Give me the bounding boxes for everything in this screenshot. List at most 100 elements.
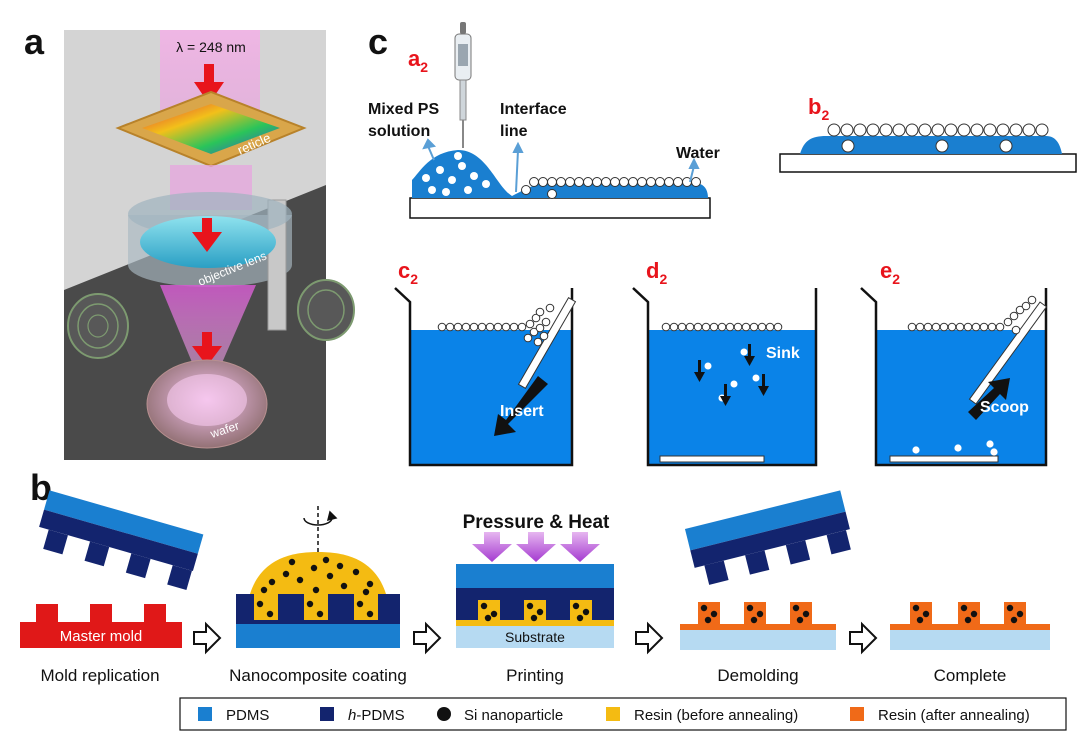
ps-particle [436,166,444,174]
wavelength-label: λ = 248 nm [176,39,246,55]
si-nanoparticle [960,604,968,612]
ps-particle [971,322,981,332]
b2-water-film [800,136,1062,154]
wafer: wafer [146,359,268,449]
ps-particle [1009,123,1023,137]
ps-particle [740,348,748,356]
ps-particle [628,177,638,187]
ps-particle [907,322,917,332]
sublabel-c2: c2 [398,258,418,287]
si-nanoparticle [576,614,584,622]
ps-particle [592,177,602,187]
panel-a: a λ = 248 nm reticle objective lens [24,21,355,460]
si-nanoparticle [1010,616,1018,624]
step-label-5: Complete [934,666,1007,685]
legend-si: Si nanoparticle [464,707,563,724]
si-nanoparticle [296,576,304,584]
ps-particle [470,172,478,180]
ps-particle [538,177,548,187]
si-nanoparticle [256,600,264,608]
step-arrow-1 [193,621,222,655]
ps-particle [529,177,539,187]
ps-particle [701,322,711,332]
master-mold-label: Master mold [60,628,143,645]
ps-particle [556,177,566,187]
ps-particle [704,362,712,370]
side-wafer-right [297,279,355,341]
ps-particle [892,123,906,137]
ps-particle [955,322,965,332]
step-nanocomposite-coating: Nanocomposite coating [229,506,407,685]
scoop-label: Scoop [980,399,1029,416]
sublabel-a2: a2 [408,46,428,75]
ps-particle [725,322,735,332]
resin-dome [250,552,386,594]
ps-particle [1035,123,1049,137]
ps-particle [437,322,447,332]
ps-particle [717,322,727,332]
ps-particle [853,123,867,137]
ps-particle [461,322,471,332]
ps-particle [583,177,593,187]
si-nanoparticle [792,604,800,612]
ps-particle [866,123,880,137]
si-nanoparticle [796,616,804,624]
legend-swatch-h-pdms [320,707,334,721]
ps-particle [733,322,743,332]
step-complete: Complete [890,602,1050,685]
ps-particle [477,322,487,332]
ps-particle [547,177,557,187]
ps-particle [979,322,989,332]
ps-particle [529,327,539,337]
legend-swatch-resin-after [850,707,864,721]
legend-h-pdms: h-PDMS [348,707,405,724]
ps-particle [1015,305,1025,315]
ps-particle [523,333,533,343]
ps-particle [541,317,551,327]
si-nanoparticle [490,610,498,618]
step-arrow-3 [635,621,664,655]
ps-particle [664,177,674,187]
ps-particle [999,139,1013,153]
ps-particle [619,177,629,187]
si-nanoparticle [306,600,314,608]
ps-particle [458,162,466,170]
ps-particle [677,322,687,332]
si-nanoparticle [366,610,374,618]
focus-cone [160,285,256,372]
legend-swatch-resin-before [606,707,620,721]
ps-particle [749,322,759,332]
si-nanoparticle [572,602,580,610]
si-nanoparticle [1006,604,1014,612]
ps-particle [931,322,941,332]
ps-particle [1003,317,1013,327]
e2-substrate [889,455,999,463]
legend-resin-after: Resin (after annealing) [878,707,1030,724]
master-mold [20,622,182,648]
ps-particle [841,139,855,153]
step-mold-replication: Master mold Mold replication [20,490,204,685]
ps-particle [918,123,932,137]
ps-particle [637,177,647,187]
si-nanoparticle [266,610,274,618]
si-nanoparticle [970,610,978,618]
si-nanoparticle [750,616,758,624]
ps-particle [840,123,854,137]
ps-particle [547,189,557,199]
a2-pointer-arrows [422,138,700,193]
step-label-4: Demolding [717,666,798,685]
ps-particle [482,180,490,188]
si-nanoparticle [312,586,320,594]
legend-pdms: PDMS [226,707,269,724]
si-nanoparticle [268,578,276,586]
ps-particle [485,322,495,332]
si-nanoparticle [526,602,534,610]
ps-particle [1011,325,1021,335]
ps-particle [905,123,919,137]
b2-substrate [779,153,1077,173]
ps-particle [442,188,450,196]
si-nanoparticle [530,614,538,622]
d2-substrate [659,455,765,463]
beaker-e2: e2 Scoop [860,258,1048,467]
si-nanoparticle [700,604,708,612]
